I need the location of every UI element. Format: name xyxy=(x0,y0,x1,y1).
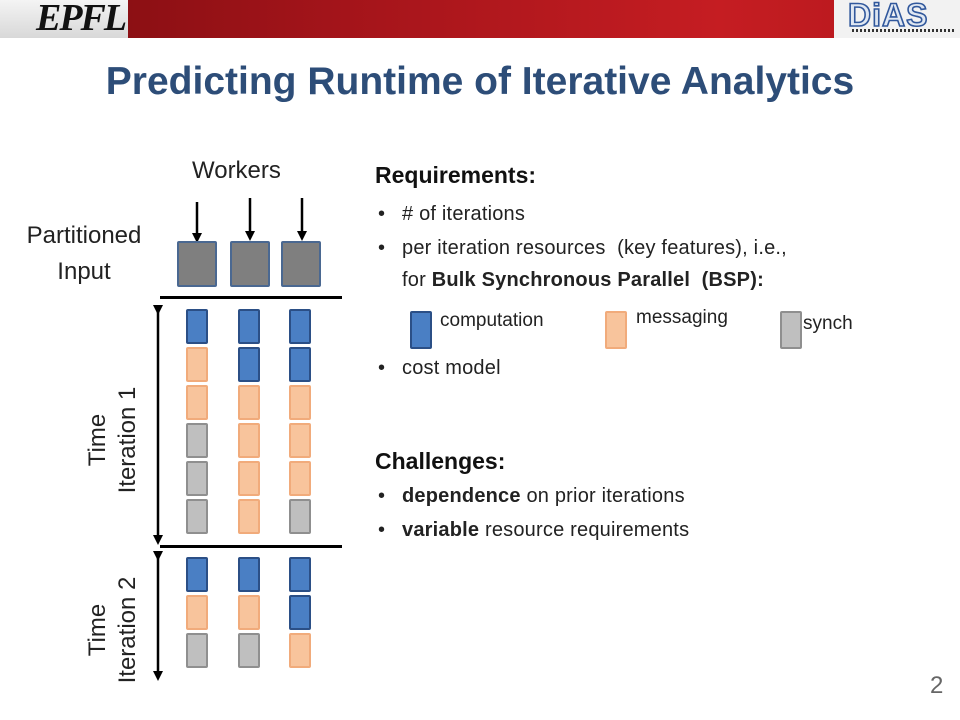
challenge-text: on prior iterations xyxy=(520,485,685,507)
messaging-block xyxy=(186,595,208,630)
computation-block xyxy=(186,557,208,592)
synch-block xyxy=(186,461,208,496)
page-number: 2 xyxy=(930,672,944,699)
synch-block xyxy=(186,423,208,458)
computation-block xyxy=(238,557,260,592)
synch-block xyxy=(186,499,208,534)
messaging-block xyxy=(289,461,311,496)
messaging-block xyxy=(186,347,208,382)
partitioned-label-line2: Input xyxy=(57,258,111,285)
partition-box-2 xyxy=(230,241,270,287)
bsp-term: Bulk Synchronous Parallel (BSP): xyxy=(431,269,764,291)
partitioned-label-line1: Partitioned xyxy=(26,222,142,249)
epfl-logo-box: EPFL xyxy=(0,0,128,38)
slide-title: Predicting Runtime of Iterative Analytic… xyxy=(105,60,855,103)
computation-block xyxy=(289,309,311,344)
computation-block xyxy=(289,347,311,382)
messaging-block xyxy=(186,385,208,420)
legend-synch-swatch xyxy=(780,311,802,349)
bullet-dot: • xyxy=(378,519,386,541)
challenge-item-variable: • variable resource requirements xyxy=(378,514,689,546)
computation-block xyxy=(238,347,260,382)
partition-box-3 xyxy=(281,241,321,287)
legend-computation-label: computation xyxy=(440,310,544,331)
legend-messaging-label: messaging xyxy=(636,307,728,328)
messaging-block xyxy=(289,423,311,458)
synch-block xyxy=(289,499,311,534)
messaging-block xyxy=(238,423,260,458)
requirement-text: cost model xyxy=(402,357,501,379)
requirement-text-line2: for Bulk Synchronous Parallel (BSP): xyxy=(402,264,942,296)
requirement-item-iterations: • # of iterations xyxy=(378,198,525,230)
challenge-keyword: dependence xyxy=(402,485,521,507)
computation-block xyxy=(238,309,260,344)
header-bar xyxy=(0,0,960,38)
legend-synch-label: synch xyxy=(803,313,853,334)
bullet-dot: • xyxy=(378,357,386,379)
computation-block xyxy=(186,309,208,344)
bullet-dot: • xyxy=(378,237,386,259)
dias-logo-box: DiAS xyxy=(834,0,960,38)
messaging-block xyxy=(238,461,260,496)
dias-logo-subtitle-lines xyxy=(852,29,956,32)
challenge-item-dependence: • dependence on prior iterations xyxy=(378,480,685,512)
dias-logo: DiAS xyxy=(847,0,929,34)
challenge-text: resource requirements xyxy=(479,519,690,541)
epfl-logo: EPFL xyxy=(36,0,127,38)
iteration-separator-middle xyxy=(160,545,342,548)
requirement-item-resources: • per iteration resources (key features)… xyxy=(378,232,942,296)
computation-block xyxy=(289,595,311,630)
bullet-dot: • xyxy=(378,203,386,225)
requirements-heading: Requirements: xyxy=(375,162,537,188)
messaging-block xyxy=(238,385,260,420)
messaging-block xyxy=(289,385,311,420)
workers-label: Workers xyxy=(192,157,281,184)
challenges-heading: Challenges: xyxy=(375,448,506,474)
challenge-keyword: variable xyxy=(402,519,480,541)
requirement-prefix: for xyxy=(402,269,432,291)
requirement-item-cost-model: • cost model xyxy=(378,352,501,384)
synch-block xyxy=(238,633,260,668)
iteration-separator-top xyxy=(160,296,342,299)
requirement-text: # of iterations xyxy=(402,203,526,225)
requirement-text-line1: per iteration resources (key features), … xyxy=(402,237,787,259)
legend-messaging-swatch xyxy=(605,311,627,349)
synch-block xyxy=(186,633,208,668)
messaging-block xyxy=(238,499,260,534)
partition-box-1 xyxy=(177,241,217,287)
partitioned-input-label: Partitioned Input xyxy=(10,218,158,290)
messaging-block xyxy=(289,633,311,668)
bullet-dot: • xyxy=(378,485,386,507)
legend-computation-swatch xyxy=(410,311,432,349)
messaging-block xyxy=(238,595,260,630)
computation-block xyxy=(289,557,311,592)
